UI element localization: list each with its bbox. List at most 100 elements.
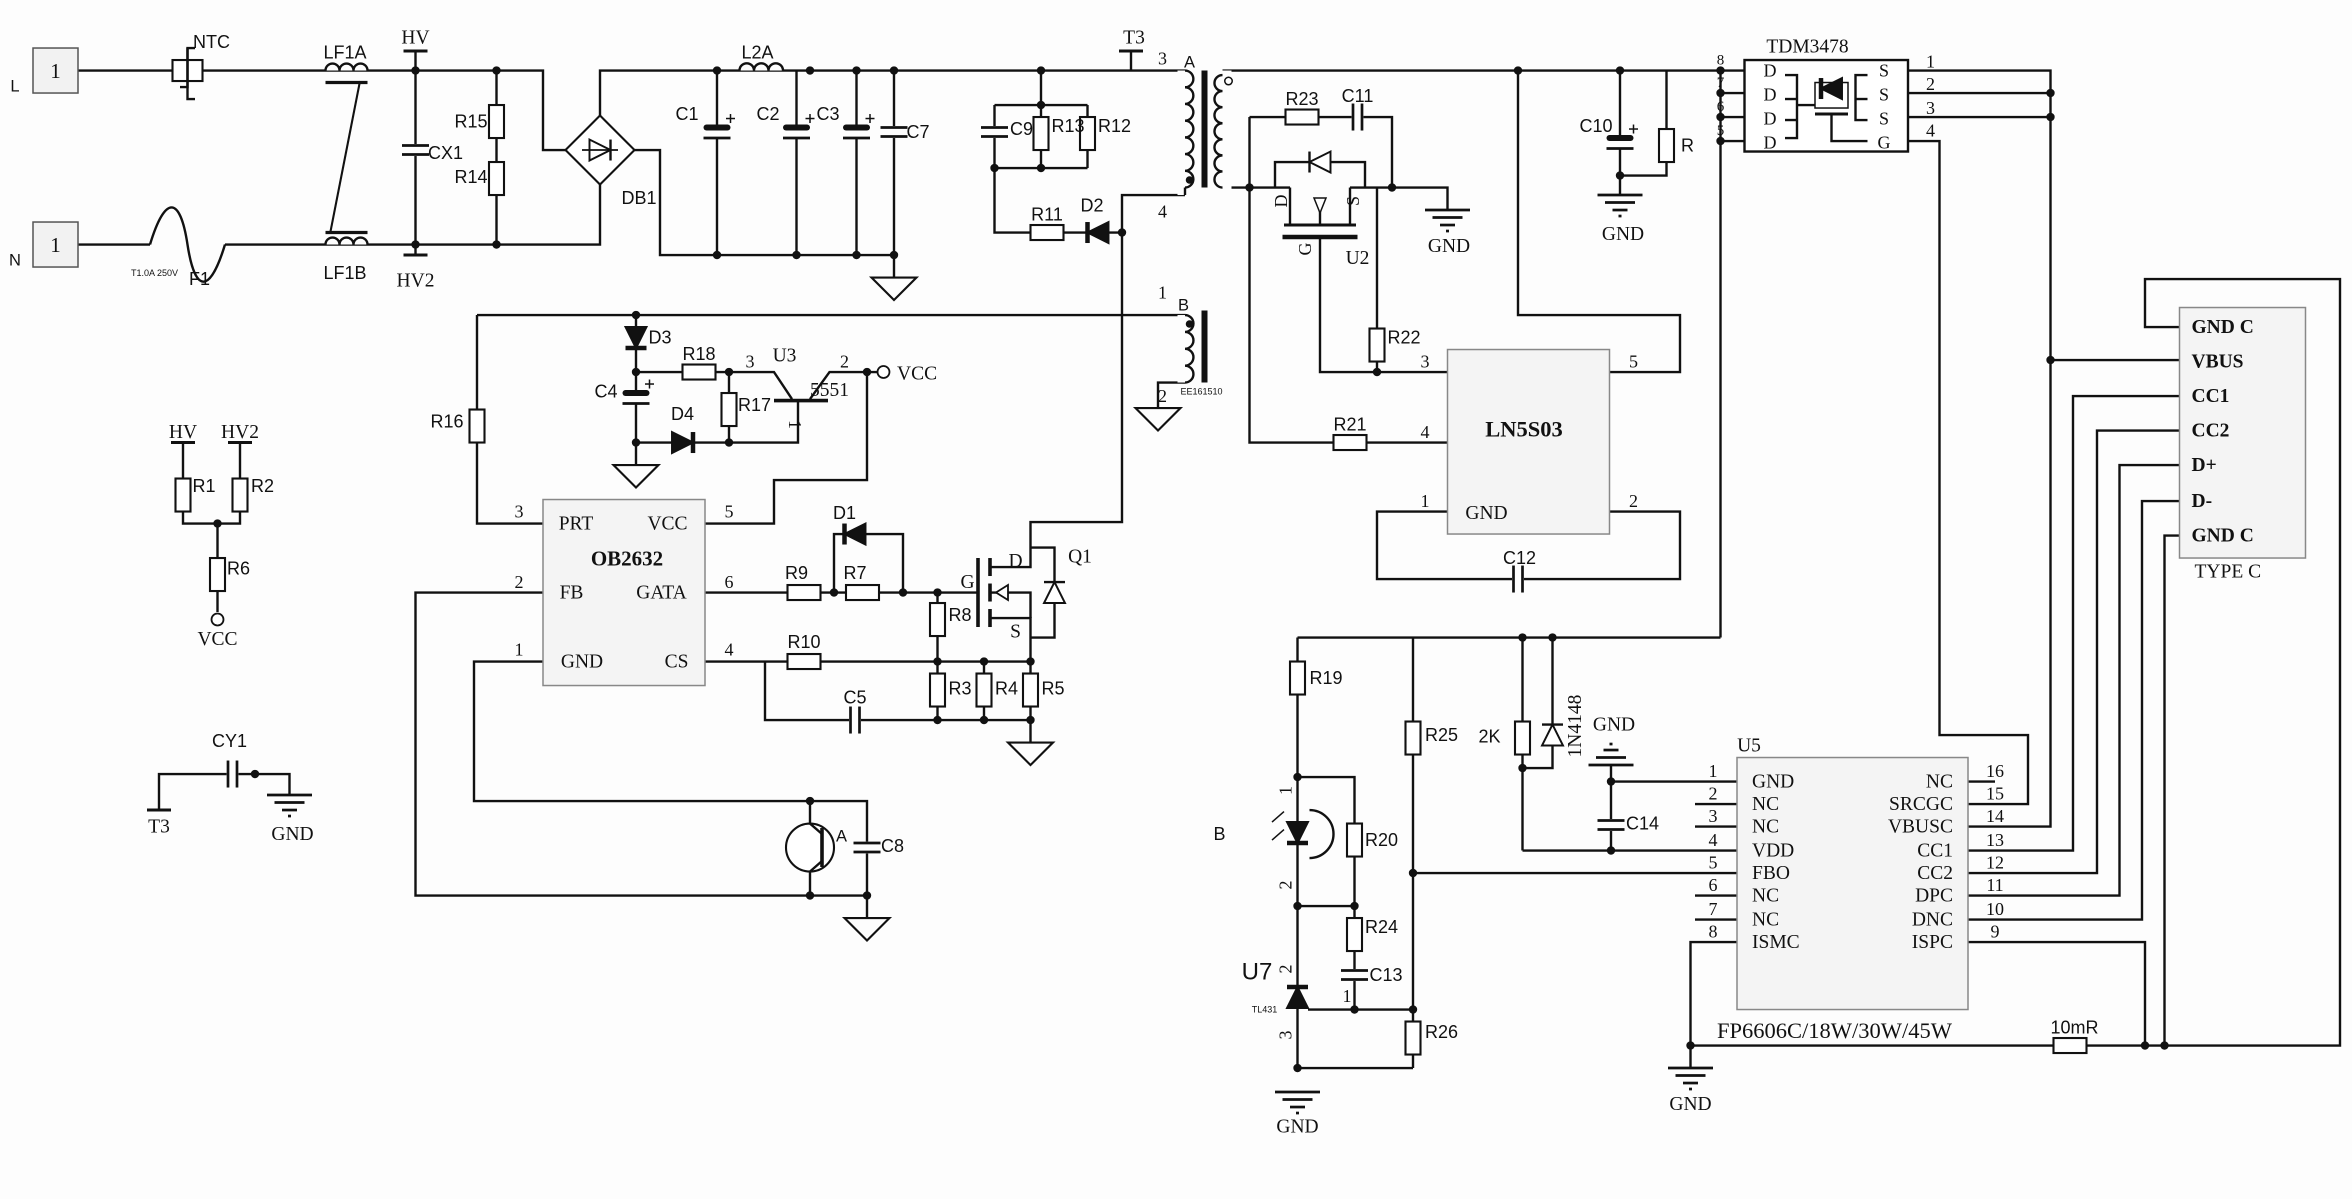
label: R17 bbox=[738, 395, 771, 415]
label: GATA bbox=[636, 583, 686, 604]
label: C9 bbox=[1010, 119, 1033, 139]
resistor-symbol bbox=[1021, 672, 1040, 708]
secondary-winding bbox=[1213, 73, 1223, 189]
light-arrow-icon bbox=[1271, 810, 1285, 823]
capacitor-symbol bbox=[226, 765, 239, 784]
label: D bbox=[1764, 85, 1777, 105]
junction-dot bbox=[1716, 112, 1725, 122]
label: 4 bbox=[1926, 121, 1935, 141]
label: HV bbox=[401, 28, 429, 49]
label: U5 bbox=[1737, 736, 1761, 757]
capacitor-symbol bbox=[879, 126, 909, 139]
vcc-terminal-icon bbox=[210, 612, 225, 627]
resistor-symbol bbox=[681, 363, 717, 381]
label: R bbox=[1681, 136, 1694, 156]
label: 8 bbox=[1709, 922, 1718, 942]
label: 1 bbox=[515, 640, 524, 660]
label: NC bbox=[1752, 794, 1779, 815]
label: CX1 bbox=[428, 143, 463, 163]
label: FB bbox=[560, 583, 584, 604]
label: 1 bbox=[1709, 761, 1718, 781]
label: A bbox=[836, 828, 847, 846]
label: SRCGC bbox=[1889, 794, 1953, 815]
label: R6 bbox=[227, 559, 250, 579]
label: C13 bbox=[1369, 965, 1402, 985]
label: 2 bbox=[515, 572, 524, 592]
wire bbox=[1522, 637, 1554, 770]
label: 2 bbox=[840, 352, 849, 372]
ground-triangle-icon bbox=[841, 916, 893, 943]
label: R14 bbox=[454, 167, 487, 187]
junction-dot bbox=[411, 66, 420, 75]
resistor-symbol bbox=[786, 652, 822, 671]
label: CC1 bbox=[1917, 841, 1953, 862]
wire bbox=[1968, 499, 2180, 921]
label: 8 bbox=[1717, 53, 1725, 69]
led-outline bbox=[1309, 808, 1335, 860]
wire bbox=[1029, 232, 1124, 559]
wire bbox=[1689, 940, 1737, 1069]
label: C11 bbox=[1342, 86, 1374, 106]
label: 6 bbox=[1709, 875, 1718, 895]
junction-dot bbox=[1548, 633, 1557, 642]
label: 1 bbox=[785, 420, 805, 429]
wire bbox=[1120, 193, 1185, 233]
polarity-dot bbox=[1224, 76, 1233, 86]
junction-dot bbox=[805, 891, 815, 900]
junction-dot bbox=[712, 66, 722, 75]
label: L2A bbox=[741, 43, 773, 63]
junction-dot bbox=[990, 163, 999, 173]
label: A bbox=[1184, 54, 1195, 72]
label: GND bbox=[1428, 236, 1470, 257]
junction-dot bbox=[411, 240, 420, 249]
wire bbox=[1908, 69, 2052, 828]
label: D bbox=[1764, 61, 1777, 81]
lf1a-inductor bbox=[324, 62, 369, 71]
label: LN5S03 bbox=[1485, 417, 1563, 442]
junction-dot bbox=[1026, 715, 1035, 725]
capacitor-symbol bbox=[979, 126, 1010, 139]
junction-dot bbox=[1026, 657, 1035, 666]
label: DPC bbox=[1915, 886, 1953, 907]
junction-dot bbox=[492, 66, 501, 75]
label: 4 bbox=[725, 640, 734, 660]
connector-L bbox=[32, 47, 79, 94]
wire bbox=[808, 860, 823, 896]
junction-dot bbox=[1036, 100, 1046, 110]
label: CC2 bbox=[1917, 863, 1953, 884]
label: 7 bbox=[1717, 75, 1725, 91]
label: S bbox=[1879, 85, 1889, 105]
label: LF1B bbox=[323, 263, 366, 283]
label: 2 bbox=[1276, 965, 1296, 974]
wire bbox=[1968, 463, 2180, 897]
coupling-line bbox=[328, 80, 362, 235]
label: VCC bbox=[197, 629, 237, 650]
capacitor-symbol bbox=[1339, 969, 1370, 982]
label: NC bbox=[1752, 886, 1779, 907]
ground-triangle-icon bbox=[868, 276, 920, 302]
wire bbox=[1620, 70, 1668, 177]
junction-dot bbox=[631, 367, 641, 377]
capacitor-symbol bbox=[783, 124, 810, 131]
label: S bbox=[1879, 61, 1889, 81]
label: TYPE C bbox=[2195, 562, 2262, 583]
label: VDD bbox=[1752, 841, 1794, 862]
label: U3 bbox=[773, 346, 797, 367]
label: PRT bbox=[559, 514, 594, 535]
label: 2 bbox=[1629, 491, 1638, 511]
label: R8 bbox=[948, 605, 971, 625]
label: 16 bbox=[1986, 761, 2004, 781]
resistor-symbol bbox=[1404, 720, 1422, 756]
optocoupler-led bbox=[1285, 821, 1310, 846]
junction-dot bbox=[1036, 163, 1046, 173]
junction-dot bbox=[724, 438, 734, 447]
wire bbox=[157, 772, 291, 811]
label: HV bbox=[169, 422, 197, 443]
label: R24 bbox=[1365, 917, 1398, 937]
label: 6 bbox=[725, 572, 734, 592]
label: HV2 bbox=[221, 422, 259, 443]
label: 2K bbox=[1478, 727, 1500, 747]
junction-dot bbox=[1615, 171, 1625, 180]
label: GND bbox=[1602, 224, 1644, 245]
